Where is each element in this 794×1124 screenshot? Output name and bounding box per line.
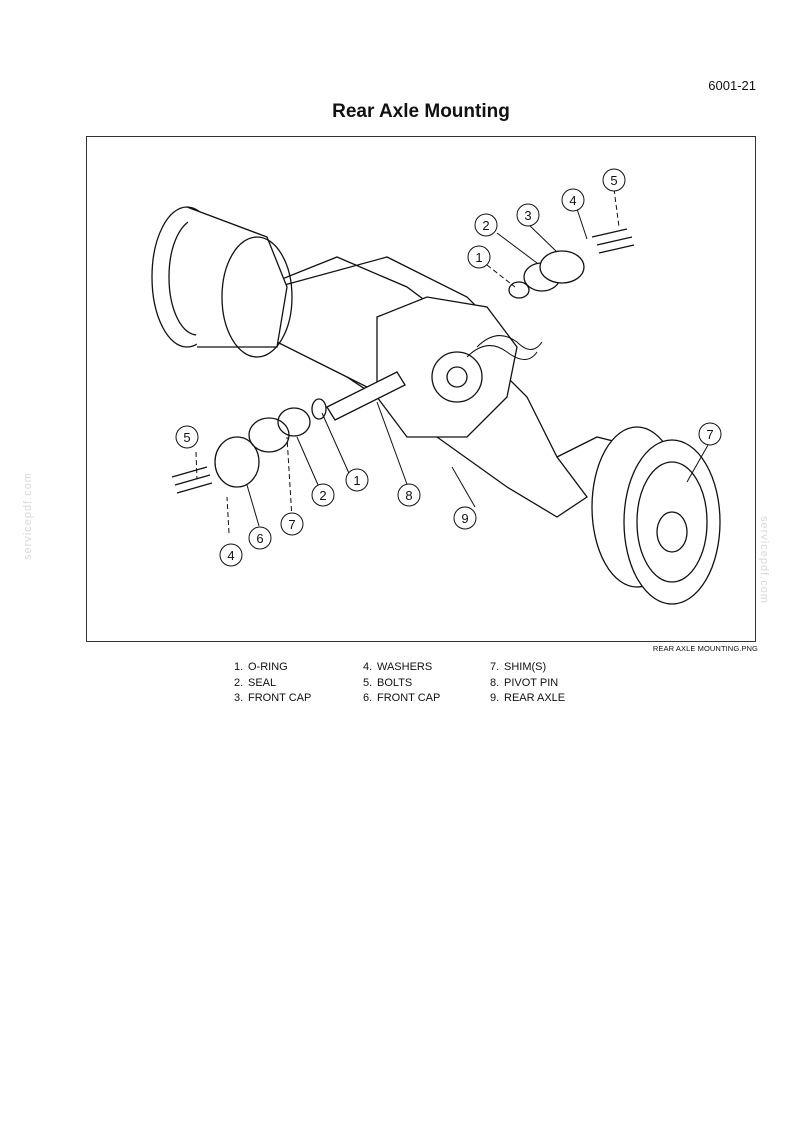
callout-7-right: 7: [698, 422, 722, 446]
right-hub: [556, 426, 721, 605]
callout-1-upper: 1: [467, 245, 491, 269]
legend-item: 6.FRONT CAP: [363, 692, 441, 704]
svg-text:7: 7: [288, 517, 295, 532]
legend-column: 1.O-RING 2.SEAL 3.FRONT CAP: [234, 660, 311, 707]
page-number: 6001-21: [708, 78, 756, 93]
o-ring-upper: [508, 281, 530, 299]
callout-4-upper: 4: [561, 188, 585, 212]
callout-4-lower: 4: [219, 543, 243, 567]
svg-text:2: 2: [482, 218, 489, 233]
legend-item: 5.BOLTS: [363, 676, 413, 689]
center-differential: [376, 296, 518, 438]
watermark-right: servicepdf.com: [758, 516, 770, 604]
svg-text:2: 2: [319, 488, 326, 503]
callout-5-upper: 5: [602, 168, 626, 192]
figure-caption: REAR AXLE MOUNTING.PNG: [652, 644, 758, 653]
svg-text:8: 8: [405, 488, 412, 503]
svg-text:7: 7: [706, 427, 713, 442]
left-hub: [151, 206, 293, 358]
legend-item: 1.O-RING: [234, 661, 288, 673]
callout-6-lower: 6: [248, 526, 272, 550]
page-title: Rear Axle Mounting: [332, 101, 510, 122]
svg-text:5: 5: [183, 430, 190, 445]
callout-2-upper: 2: [474, 213, 498, 237]
svg-text:3: 3: [524, 208, 531, 223]
svg-text:6: 6: [256, 531, 263, 546]
watermark-left: servicepdf.com: [22, 472, 34, 560]
rear-axle-illustration: 1 2 3 4 5 7 1 2 4 5 6 7 8 9: [151, 168, 722, 605]
legend-item: 4.WASHERS: [363, 661, 433, 673]
legend-item: 3.FRONT CAP: [234, 692, 312, 704]
legend-item: 8.PIVOT PIN: [490, 676, 559, 689]
figure-frame: 1 2 3 4 5 7 1 2 4 5 6 7 8 9: [86, 136, 756, 642]
callout-9: 9: [453, 506, 477, 530]
front-cap-upper: [539, 250, 585, 284]
callout-5-lower: 5: [175, 425, 199, 449]
bolts-lower: [171, 466, 213, 494]
legend-item: 2.SEAL: [234, 676, 277, 689]
svg-text:4: 4: [569, 193, 576, 208]
callout-1-lower: 1: [345, 468, 369, 492]
legend-column: 7.SHIM(S) 8.PIVOT PIN 9.REAR AXLE: [490, 660, 565, 707]
seal-lower: [248, 417, 290, 453]
callout-7-lower: 7: [280, 512, 304, 536]
svg-text:9: 9: [461, 511, 468, 526]
callout-8: 8: [397, 483, 421, 507]
front-cap-lower: [214, 436, 260, 488]
svg-text:1: 1: [353, 473, 360, 488]
bolts-upper: [591, 228, 635, 254]
legend-item: 7.SHIM(S): [490, 661, 547, 673]
svg-text:4: 4: [227, 548, 234, 563]
svg-text:1: 1: [475, 250, 482, 265]
callout-3-upper: 3: [516, 203, 540, 227]
o-ring-lower: [311, 398, 327, 420]
shim-lower: [277, 407, 311, 437]
pivot-pin: [326, 371, 406, 421]
callout-2-lower: 2: [311, 483, 335, 507]
legend-column: 4.WASHERS 5.BOLTS 6.FRONT CAP: [363, 660, 440, 707]
svg-text:5: 5: [610, 173, 617, 188]
legend-item: 9.REAR AXLE: [490, 692, 566, 704]
